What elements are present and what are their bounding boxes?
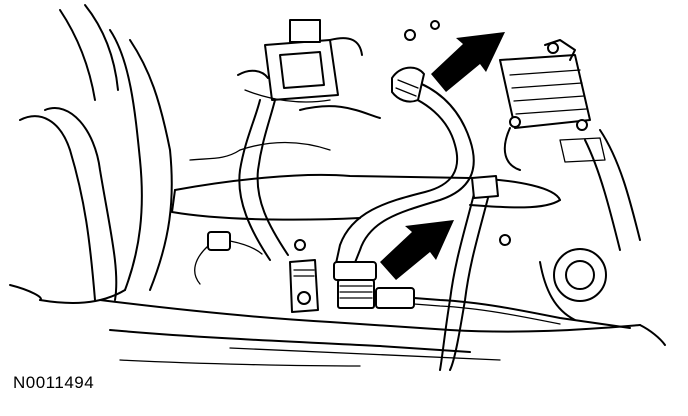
callout-arrows <box>380 32 505 280</box>
alternator-assembly <box>499 39 641 321</box>
bolts <box>294 20 588 251</box>
right-hose <box>439 175 499 371</box>
valve-cover <box>99 299 666 367</box>
left-hoses <box>9 4 173 304</box>
arrow-upper-hose <box>431 32 505 92</box>
top-connector-cluster <box>237 19 363 261</box>
figure-id-label: N0011494 <box>13 373 95 392</box>
arrow-lower-coupling <box>380 220 454 280</box>
lower-coupling <box>333 261 631 329</box>
upper-hose <box>334 66 475 271</box>
intake-plenum <box>171 105 561 221</box>
left-sensor-bracket <box>194 231 319 313</box>
